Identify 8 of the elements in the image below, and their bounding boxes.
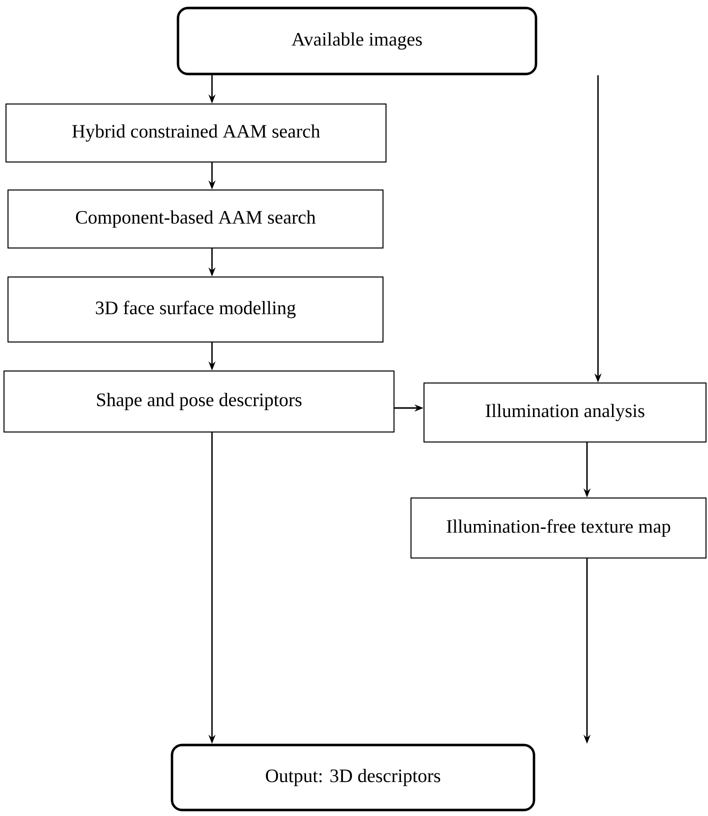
process-box: Illumination analysis (424, 382, 706, 442)
process-box: Shape and pose descriptors (4, 370, 394, 432)
process-box: Hybrid constrained AAM search (6, 104, 386, 162)
process-box: Illumination-free texture map (410, 498, 706, 558)
terminal-box: Available images (176, 6, 538, 76)
process-box: 3D face surface modelling (8, 276, 384, 342)
process-box: Component-based AAM search (8, 190, 384, 248)
terminal-box: Output: 3D descriptors (170, 744, 536, 812)
